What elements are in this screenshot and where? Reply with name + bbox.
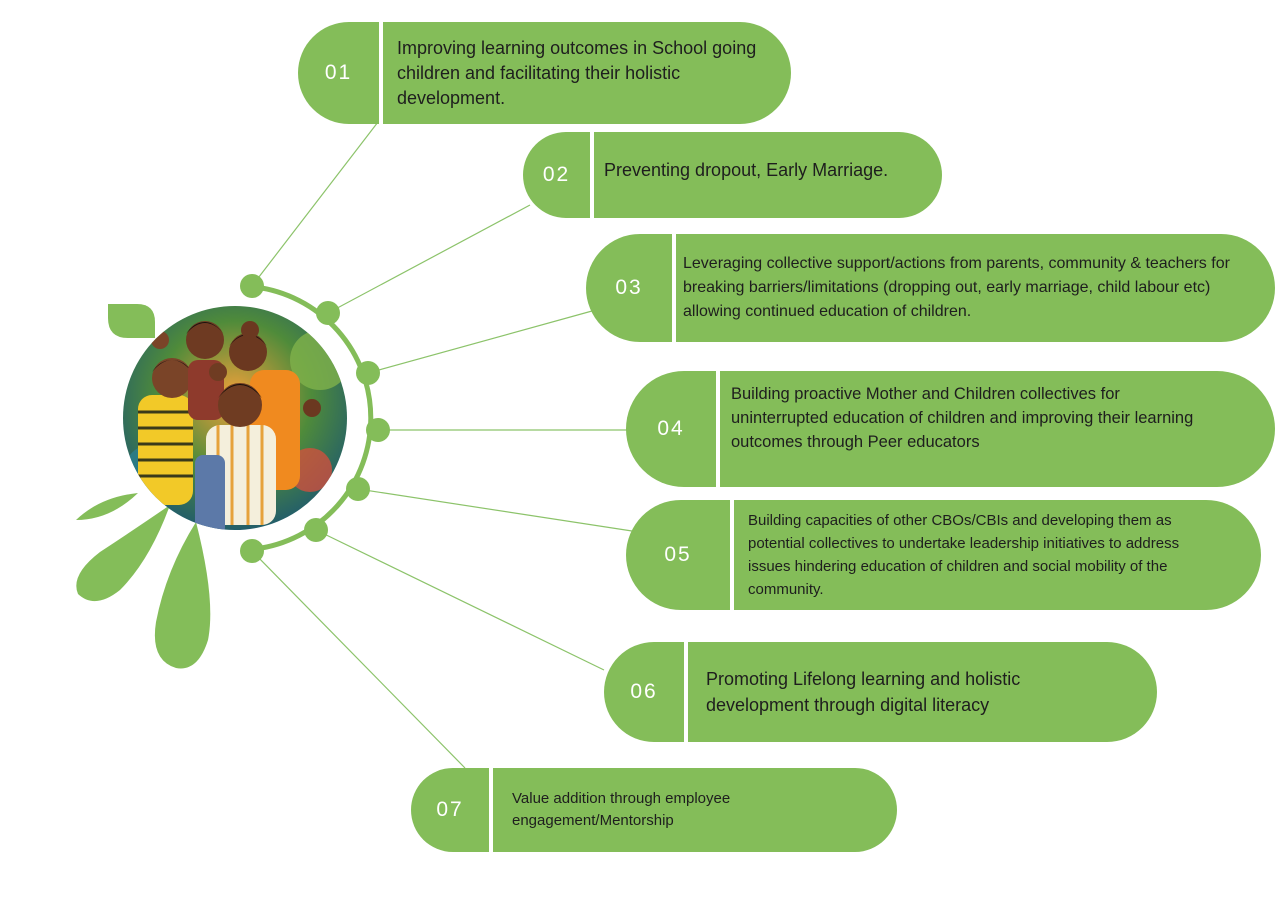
decorative-splash xyxy=(76,304,211,669)
item-03: 03 Leveraging collective support/actions… xyxy=(586,234,1275,342)
separator xyxy=(716,371,720,487)
splash-drop-medium xyxy=(76,505,170,602)
separator xyxy=(672,234,676,342)
item-text: Leveraging collective support/actions fr… xyxy=(683,255,1230,320)
node-05 xyxy=(346,477,370,501)
center-photo xyxy=(123,306,347,530)
connector-05 xyxy=(357,488,633,532)
splash-drop-large xyxy=(154,522,211,669)
separator xyxy=(379,22,383,124)
item-01: 01 Improving learning outcomes in School… xyxy=(298,22,791,124)
node-01 xyxy=(240,274,264,298)
node-06 xyxy=(304,518,328,542)
item-02: 02 Preventing dropout, Early Marriage. xyxy=(523,132,942,218)
connector-01 xyxy=(251,121,379,287)
separator xyxy=(730,500,734,610)
node-02 xyxy=(316,301,340,325)
item-number: 03 xyxy=(615,276,643,299)
item-number: 07 xyxy=(436,798,464,821)
item-text: Building proactive Mother and Children c… xyxy=(731,385,1194,451)
connector-02 xyxy=(327,204,531,314)
separator xyxy=(684,642,688,742)
item-07: 07 Value addition through employee engag… xyxy=(411,768,897,852)
item-04: 04 Building proactive Mother and Childre… xyxy=(626,371,1275,487)
node-04 xyxy=(366,418,390,442)
connector-07 xyxy=(251,550,466,769)
item-05: 05 Building capacities of other CBOs/CBI… xyxy=(626,500,1261,610)
arc-nodes xyxy=(240,274,390,563)
item-text: Building capacities of other CBOs/CBIs a… xyxy=(748,512,1180,598)
item-number: 01 xyxy=(324,61,353,84)
item-text: Promoting Lifelong learning and holistic… xyxy=(706,669,1021,715)
node-03 xyxy=(356,361,380,385)
connector-03 xyxy=(367,310,593,374)
item-text: Improving learning outcomes in School go… xyxy=(397,37,757,108)
connector-lines xyxy=(251,121,633,769)
splash-drop-small xyxy=(76,493,138,520)
node-07 xyxy=(240,539,264,563)
separator xyxy=(489,768,493,852)
item-number: 02 xyxy=(542,163,571,186)
item-number: 05 xyxy=(664,543,692,566)
item-text: Preventing dropout, Early Marriage. xyxy=(604,160,889,180)
item-text: Value addition through employee engageme… xyxy=(512,790,731,829)
item-06: 06 Promoting Lifelong learning and holis… xyxy=(604,642,1157,742)
connector-06 xyxy=(315,529,605,671)
leaf-shape xyxy=(108,304,155,338)
separator xyxy=(590,132,594,218)
item-number: 04 xyxy=(657,417,685,440)
item-number: 06 xyxy=(630,680,658,703)
